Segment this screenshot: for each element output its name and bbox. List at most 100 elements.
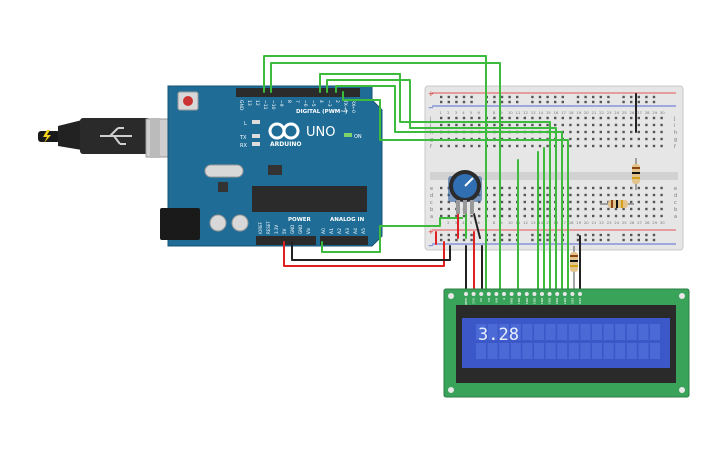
column-number: 29 [652,220,657,225]
digital-pin-label: 4 [318,100,324,103]
column-number: 30 [660,220,665,225]
potentiometer[interactable] [448,170,482,214]
rail-plus-top: + [428,90,434,98]
column-number: 29 [652,110,657,115]
row-letter: d [430,193,433,199]
row-letter: f [674,144,676,150]
column-number: 26 [630,110,635,115]
wire-5v [283,241,445,267]
arduino-logo-icon [268,122,300,140]
column-number: 5 [470,220,473,225]
row-letter: e [430,186,433,192]
resistor-lcd-backlight [570,246,578,292]
column-number: 13 [531,220,536,225]
power-jack [160,208,200,240]
lcd-pin-label: DB0 [510,298,514,304]
column-number: 9 [500,110,503,115]
column-number: 26 [630,220,635,225]
digital-header [236,88,360,97]
analog-label: ANALOG IN [330,217,365,223]
lcd-pin-label: LED [570,298,574,305]
wire-d3 [335,85,563,293]
lcd-pin-label: DB2 [525,298,529,304]
digital-pin-label: GND [238,100,244,111]
row-letter: h [674,130,677,136]
led-label-l: L [244,121,247,127]
column-number: 20 [584,220,589,225]
column-number: 20 [584,110,589,115]
digital-pin-label: 2 [334,100,340,103]
digital-pin-label: ~6 [302,100,308,107]
column-number: 3 [455,220,458,225]
wire-d4 [326,79,557,293]
column-number: 3 [455,110,458,115]
lcd-pin-label: V0 [479,298,483,302]
lcd-pin-label: VCC [472,298,476,304]
column-number: 23 [607,110,612,115]
power-header [256,236,316,245]
digital-pin-label: ~5 [310,100,316,107]
wire-gnd [291,241,451,261]
column-number: 4 [462,110,465,115]
on-label: ON [354,134,362,140]
power-pin-label: GND [290,225,295,234]
row-letter: c [430,200,433,206]
row-letter: d [674,193,677,199]
column-number: 8 [493,220,496,225]
arduino-brand: ARDUINO [270,141,301,148]
analog-pin-label: A0 [321,228,327,234]
wires [263,55,637,293]
microcontroller-chip [252,186,367,212]
wire-a0 [321,217,463,253]
lcd-char-cells [476,324,660,359]
lcd-pin-label: DB5 [548,298,552,304]
led-label-rx: RX [240,143,247,149]
power-pin-label: RESET [266,221,271,234]
lcd-pin-label: RS [487,298,491,302]
lcd-pin-label: E [502,298,506,300]
column-number: 12 [523,220,528,225]
power-pin-label: 3.3V [274,225,279,234]
analog-pin-label: A5 [361,228,367,234]
column-number: 17 [561,220,566,225]
lcd-display-text: 3.28 [478,325,519,345]
column-number: 25 [622,220,627,225]
digital-pin-label: ~9 [278,100,284,107]
lcd-pin-label: LED [578,298,582,305]
lcd-pin-label: RW [494,298,498,303]
column-number: 22 [599,220,604,225]
lcd-pin-label: DB6 [555,298,559,304]
row-letter: c [674,200,677,206]
lightning-icon [43,130,51,143]
resistor-horizontal [600,200,634,208]
column-number: 13 [531,110,536,115]
digital-pin-label: ~11 [262,100,268,110]
column-number: 25 [622,110,627,115]
digital-pin-label: RX←0 [350,100,356,113]
analog-pin-label: A1 [329,228,335,234]
power-pin-label: IOREF [258,221,263,234]
column-number: 17 [561,110,566,115]
arduino-board: ARDUINO UNO ON DIGITAL (PWM~) POWER ANAL… [150,85,383,247]
column-number: 6 [478,220,481,225]
row-letter: b [674,207,677,213]
wire-pot-gnd [473,213,481,239]
row-letter: j [429,116,431,122]
column-number: 27 [637,110,642,115]
row-letter: i [674,123,675,129]
lcd-pin-label: DB1 [517,298,521,304]
column-number: 28 [645,110,650,115]
column-number: 14 [538,110,543,115]
column-number: 10 [508,110,513,115]
lcd-pin-label: GND [464,298,468,306]
column-number: 6 [478,110,481,115]
column-number: 18 [569,220,574,225]
row-letter: e [674,186,677,192]
column-number: 1 [440,110,443,115]
led-label-tx: TX [239,135,247,141]
resistor-vertical [632,158,640,190]
